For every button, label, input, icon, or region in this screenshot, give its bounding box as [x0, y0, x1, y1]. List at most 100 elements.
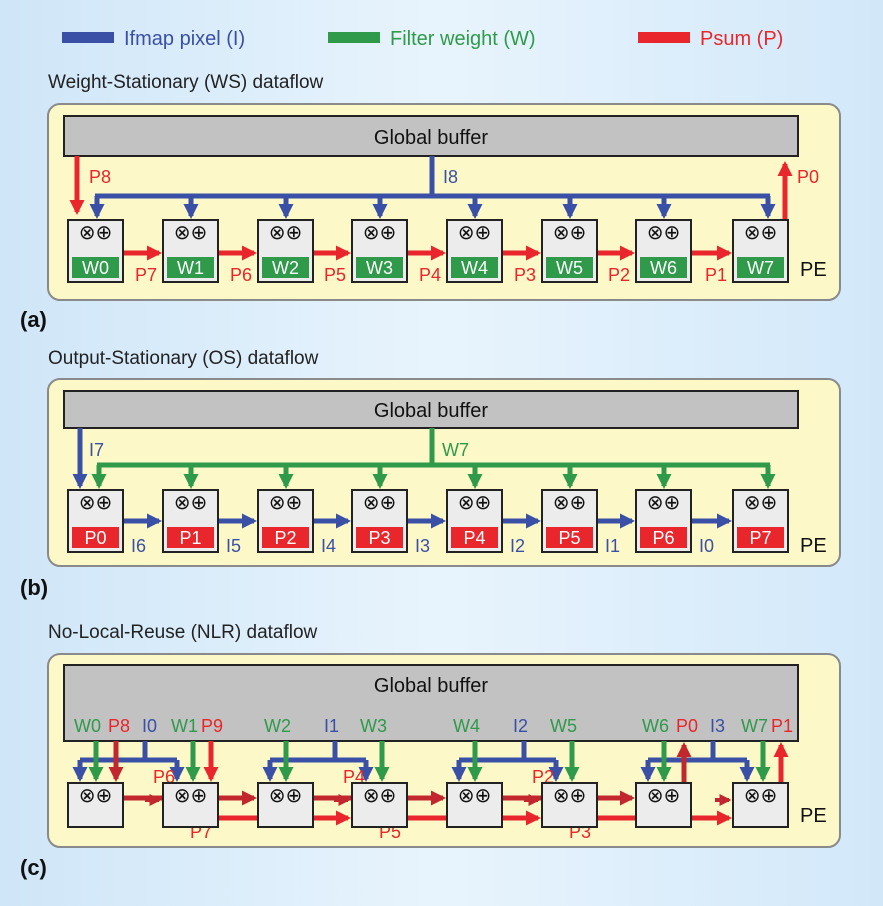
- nlr-title: No-Local-Reuse (NLR) dataflow: [48, 622, 318, 643]
- mac-icon: ⊗⊕: [79, 492, 113, 514]
- ws-pe-array: ⊗⊕ W0 ⊗⊕ W1 ⊗⊕W2 ⊗⊕ W3 ⊗⊕W4 ⊗⊕ W5 ⊗⊕ W6 ⊗⊕ W7: [67, 219, 789, 283]
- nlr-pe-5: ⊗⊕: [541, 782, 598, 828]
- ws-pe-label: PE: [800, 259, 827, 281]
- legend-ifmap-swatch: [62, 32, 114, 43]
- nlr-w-label-6: W6: [642, 716, 669, 736]
- ws-title: Weight-Stationary (WS) dataflow: [48, 72, 324, 93]
- nlr-wires: [72, 741, 789, 826]
- ws-pe-0: ⊗⊕ W0: [67, 219, 124, 283]
- psum-chain-label-2: P5: [324, 265, 346, 285]
- pe-box: [257, 782, 314, 828]
- ifmap-chain-label-2: I4: [321, 536, 336, 556]
- mac-icon: ⊗⊕: [363, 492, 397, 514]
- os-pe-5: ⊗⊕ P5: [541, 489, 598, 553]
- pe-box: [635, 782, 692, 828]
- nlr-pe-array: ⊗⊕⊗⊕⊗⊕⊗⊕⊗⊕⊗⊕⊗⊕⊗⊕: [67, 782, 789, 828]
- nlr-w-label-5: W5: [550, 716, 577, 736]
- ws-out-psum-label: P0: [797, 167, 819, 187]
- ifmap-chain-label-3: I3: [415, 536, 430, 556]
- ws-caption: (a): [20, 307, 47, 332]
- pe-register: [167, 257, 214, 278]
- psum-chain-label-6: P1: [705, 265, 727, 285]
- mac-icon: ⊗⊕: [79, 785, 113, 807]
- pe-register-label: P6: [652, 528, 674, 548]
- os-pe-4: ⊗⊕ P4: [446, 489, 503, 553]
- mac-icon: ⊗⊕: [647, 785, 681, 807]
- nlr-pe-3: ⊗⊕: [351, 782, 408, 828]
- mac-icon: ⊗⊕: [744, 222, 778, 244]
- os-pe-7: ⊗⊕P7: [732, 489, 789, 553]
- pe-register-label: W7: [747, 258, 774, 278]
- pe-register-label: W3: [366, 258, 393, 278]
- pe-box: [541, 782, 598, 828]
- mac-icon: ⊗⊕: [647, 492, 681, 514]
- mac-icon: ⊗⊕: [363, 222, 397, 244]
- pe-register: [262, 257, 309, 278]
- mac-icon: ⊗⊕: [174, 492, 208, 514]
- psum-chain-label-0: P7: [135, 265, 157, 285]
- os-pe-6: ⊗⊕ P6: [635, 489, 692, 553]
- mac-icon: ⊗⊕: [553, 492, 587, 514]
- os-in-ifmap-label: I7: [89, 440, 104, 460]
- mac-icon: ⊗⊕: [79, 222, 113, 244]
- nlr-p-label-1: P9: [201, 716, 223, 736]
- pe-register-label: P5: [558, 528, 580, 548]
- pe-box: [446, 782, 503, 828]
- mac-icon: ⊗⊕: [647, 222, 681, 244]
- pe-register-label: P4: [463, 528, 485, 548]
- psum-chain-label-4: P3: [514, 265, 536, 285]
- ifmap-chain-label-4: I2: [510, 536, 525, 556]
- psum-chain-label-1: P6: [230, 265, 252, 285]
- legend-psum-label: Psum (P): [700, 28, 783, 50]
- pe-register: [640, 527, 687, 548]
- nlr-w-label-0: W0: [74, 716, 101, 736]
- nlr-pe-0: ⊗⊕: [67, 782, 124, 828]
- nlr-w-label-2: W2: [264, 716, 291, 736]
- legend-filter-swatch: [328, 32, 380, 43]
- mac-icon: ⊗⊕: [553, 222, 587, 244]
- nlr-pe-7: ⊗⊕: [732, 782, 789, 828]
- pe-register: [546, 257, 593, 278]
- nlr-pe-2: ⊗⊕: [257, 782, 314, 828]
- legend-psum-swatch: [638, 32, 690, 43]
- nlr-i-label-2: I2: [513, 716, 528, 736]
- mac-icon: ⊗⊕: [458, 785, 492, 807]
- mac-icon: ⊗⊕: [744, 492, 778, 514]
- pe-register-label: P0: [84, 528, 106, 548]
- pe-register: [546, 527, 593, 548]
- ws-pe-2: ⊗⊕W2: [257, 219, 314, 283]
- os-global-buffer: Global buffer: [63, 390, 799, 429]
- mac-icon: ⊗⊕: [174, 222, 208, 244]
- ws-pe-3: ⊗⊕ W3: [351, 219, 408, 283]
- mac-icon: ⊗⊕: [269, 785, 303, 807]
- nlr-i-label-0: I0: [142, 716, 157, 736]
- pe-register: [167, 527, 214, 548]
- mac-icon: ⊗⊕: [744, 785, 778, 807]
- pe-register: [72, 257, 119, 278]
- nlr-p-label-0: P8: [108, 716, 130, 736]
- pe-register-label: W6: [650, 258, 677, 278]
- nlr-w-label-3: W3: [360, 716, 387, 736]
- nlr-global-buffer-label: Global buffer: [374, 675, 488, 697]
- mac-icon: ⊗⊕: [458, 492, 492, 514]
- pe-box: [732, 782, 789, 828]
- ws-global-buffer-label: Global buffer: [374, 127, 488, 149]
- pe-register-label: W5: [556, 258, 583, 278]
- pe-register: [262, 527, 309, 548]
- pe-register-label: P1: [179, 528, 201, 548]
- nlr-caption: (c): [20, 855, 47, 880]
- nlr-w-label-4: W4: [453, 716, 480, 736]
- ifmap-chain-label-0: I6: [131, 536, 146, 556]
- nlr-pe-4: ⊗⊕: [446, 782, 503, 828]
- pe-register: [356, 257, 403, 278]
- nlr-global-buffer: Global buffer: [63, 664, 799, 742]
- pe-register-label: W1: [177, 258, 204, 278]
- pe-register: [640, 257, 687, 278]
- pe-register-label: W0: [82, 258, 109, 278]
- nlr-pe-6: ⊗⊕: [635, 782, 692, 828]
- ws-pe-4: ⊗⊕W4: [446, 219, 503, 283]
- ws-global-buffer: Global buffer: [63, 115, 799, 157]
